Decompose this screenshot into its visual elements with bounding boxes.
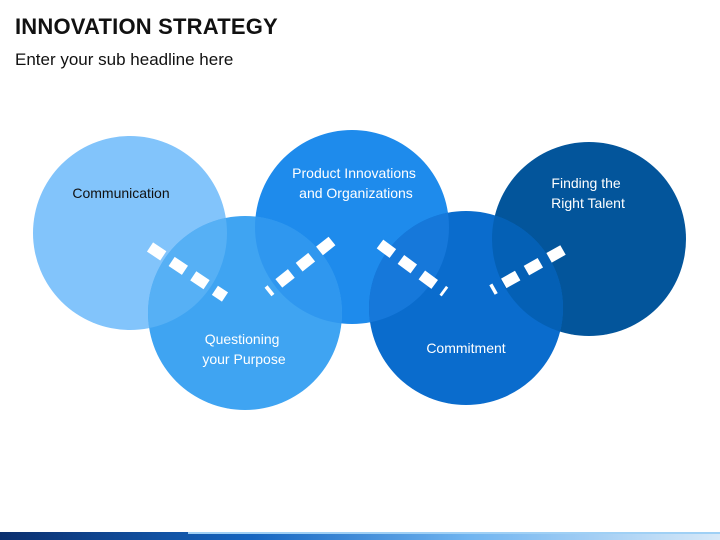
overlap-communication-questioning: [148, 216, 227, 330]
connector-dash-4: [489, 245, 566, 295]
label-communication-line-1: Communication: [72, 185, 169, 201]
label-commitment-line-1: Commitment: [426, 340, 505, 356]
label-questioning-line-2: your Purpose: [202, 351, 285, 367]
connector-dash-3: [376, 239, 449, 297]
footer-gradient-bar: [0, 532, 720, 540]
label-commitment: Commitment: [426, 340, 505, 356]
label-talent-line-1: Finding the: [551, 175, 620, 191]
overlap-product-commitment: [369, 211, 449, 324]
label-communication: Communication: [72, 185, 169, 201]
page-title: INNOVATION STRATEGY: [15, 14, 278, 39]
label-talent: Finding the Right Talent: [551, 175, 625, 211]
footer-accent-line: [188, 532, 720, 534]
overlap-commitment-talent: [492, 211, 563, 336]
connector-dash-1: [146, 242, 229, 302]
label-product-line-1: Product Innovations: [292, 165, 416, 181]
label-questioning: Questioning your Purpose: [202, 331, 285, 367]
connector-dash-2: [264, 236, 336, 297]
label-talent-line-2: Right Talent: [551, 195, 625, 211]
overlap-questioning-product: [255, 216, 342, 324]
label-product-line-2: and Organizations: [299, 185, 413, 201]
page-subtitle: Enter your sub headline here: [15, 50, 234, 69]
label-questioning-line-1: Questioning: [205, 331, 280, 347]
label-product: Product Innovations and Organizations: [292, 165, 420, 201]
